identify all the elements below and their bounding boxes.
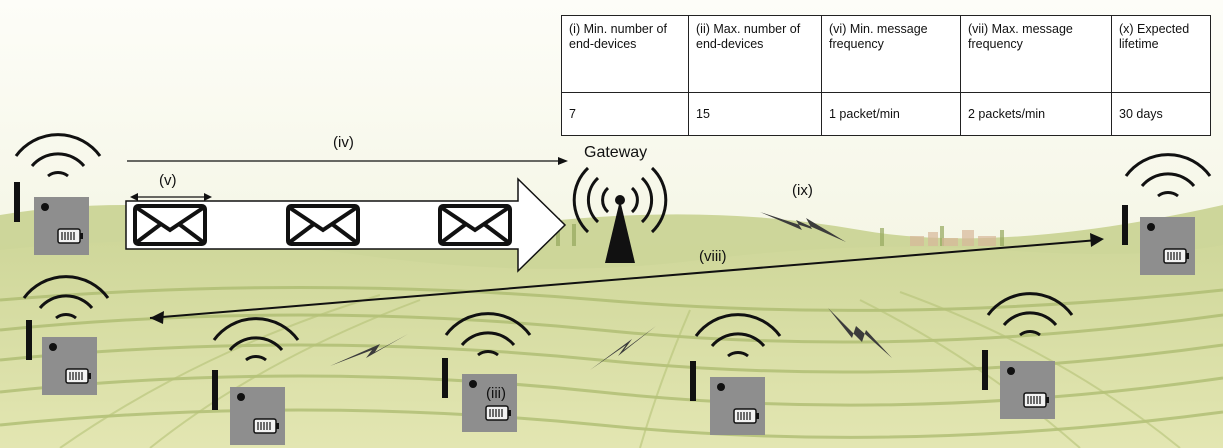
- table-cell: 15: [688, 92, 822, 136]
- end-device-icon: [690, 313, 782, 436]
- table-header-cell: (i) Min. number of end-devices: [561, 15, 689, 93]
- table-row: 7 15 1 packet/min 2 packets/min 30 days: [561, 92, 1211, 136]
- interference-label-ix: (ix): [792, 182, 813, 199]
- table-cell: 2 packets/min: [960, 92, 1112, 136]
- table-header-cell: (vi) Min. message frequency: [821, 15, 961, 93]
- table-cell: 7: [561, 92, 689, 136]
- end-device-icon: [212, 317, 300, 446]
- end-device-icon: [22, 275, 110, 396]
- table-header-cell: (x) Expected lifetime: [1111, 15, 1211, 93]
- lightning-interference-icon: [828, 308, 892, 358]
- range-double-arrow: [149, 239, 1099, 319]
- lightning-interference-icon: [330, 334, 408, 366]
- duration-label-iv: (iv): [333, 134, 354, 151]
- table-header-cell: (ii) Max. number of end-devices: [688, 15, 822, 93]
- end-device-icon: [1122, 153, 1212, 276]
- range-label-viii: (viii): [699, 248, 727, 265]
- end-device-icon: [14, 133, 102, 256]
- gateway-label: Gateway: [584, 144, 648, 161]
- parameters-table: (i) Min. number of end-devices (ii) Max.…: [561, 15, 1211, 136]
- lightning-interference-icon: [760, 212, 846, 242]
- table-header-row: (i) Min. number of end-devices (ii) Max.…: [561, 15, 1211, 93]
- table-header-cell: (vii) Max. message frequency: [960, 15, 1112, 93]
- table-cell: 1 packet/min: [821, 92, 961, 136]
- table-cell: 30 days: [1111, 92, 1211, 136]
- interval-label-v: (v): [159, 172, 177, 189]
- gateway-tower-icon: [572, 166, 668, 263]
- device-label-iii: (iii): [486, 385, 506, 402]
- end-device-icon: [442, 312, 532, 433]
- end-device-icon: [982, 292, 1074, 420]
